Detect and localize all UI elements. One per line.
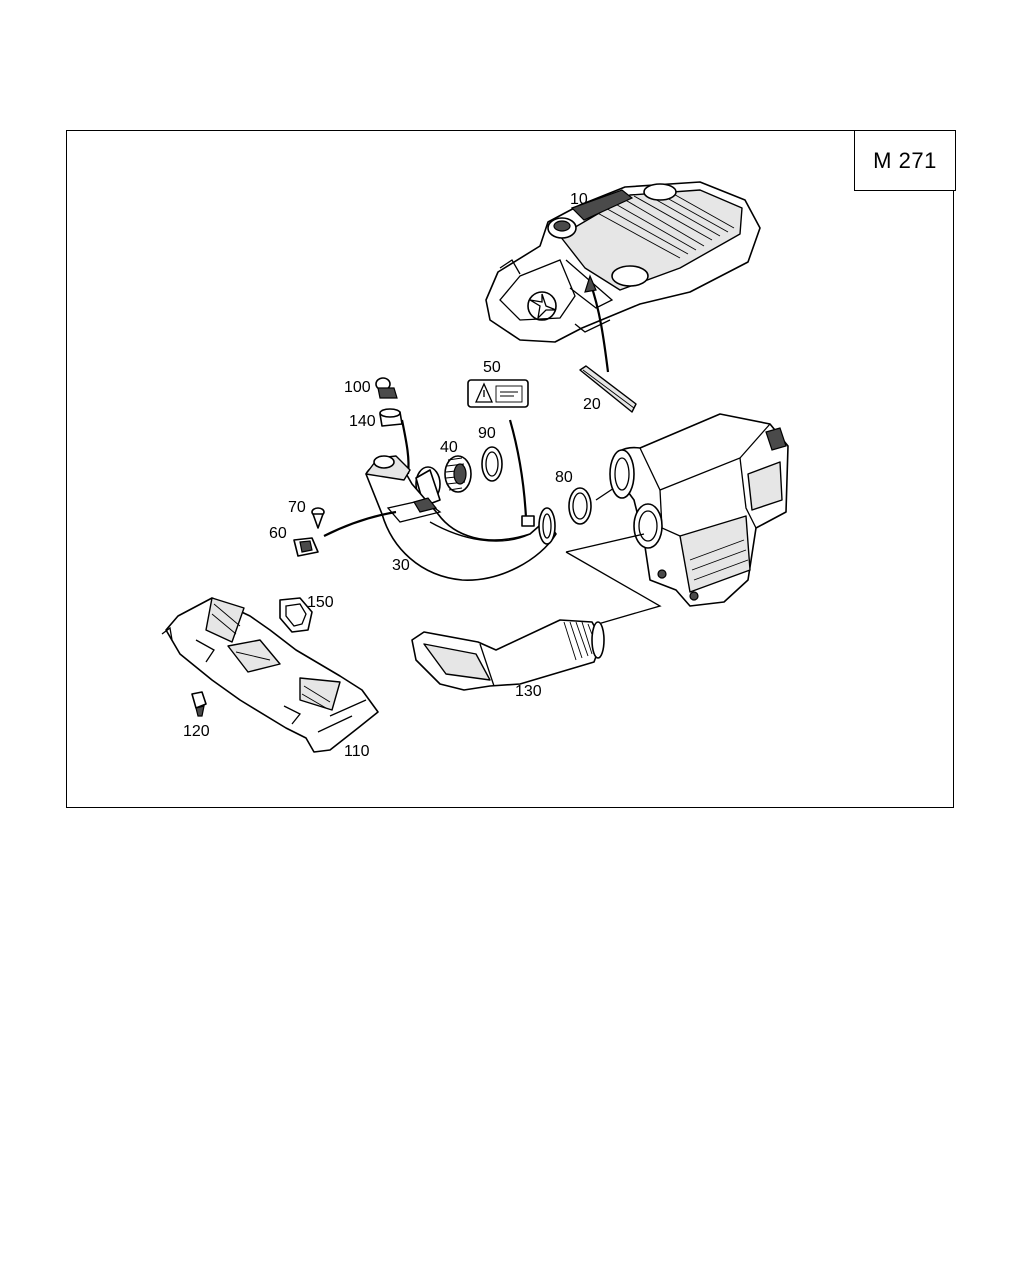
part-30-intake-duct[interactable] [365, 455, 557, 581]
part-100-fitting[interactable] [375, 377, 398, 399]
callout-50: 50 [483, 359, 501, 376]
arrow-head-20-to-10 [584, 274, 597, 293]
part-20-seal-strip[interactable] [579, 365, 637, 413]
callout-130: 130 [515, 683, 542, 700]
callout-70: 70 [288, 499, 306, 516]
model-code-box: M 271 [854, 130, 956, 191]
air-filter-housing[interactable] [609, 413, 789, 607]
part-90-clamp[interactable] [481, 446, 503, 482]
callout-120: 120 [183, 723, 210, 740]
part-110-air-guide[interactable] [161, 597, 379, 753]
part-70-screw[interactable] [311, 507, 325, 529]
diagram-frame [66, 130, 954, 808]
callout-80: 80 [555, 469, 573, 486]
part-50-warning-label[interactable] [467, 379, 529, 408]
part-140-grommet[interactable] [379, 408, 403, 427]
callout-30: 30 [392, 557, 410, 574]
model-code: M 271 [873, 147, 937, 173]
arrow-60-to-30 [323, 510, 397, 537]
part-40-sleeve[interactable] [415, 455, 472, 507]
part-10-engine-cover[interactable] [485, 181, 761, 343]
callout-20: 20 [583, 396, 601, 413]
leader-130-to-housing [565, 533, 662, 625]
arrow-50-to-30 [508, 419, 528, 519]
part-80-seal-ring[interactable] [568, 487, 592, 525]
part-150-gasket[interactable] [279, 597, 313, 633]
callout-40: 40 [440, 439, 458, 456]
callout-90: 90 [478, 425, 496, 442]
part-120-clip[interactable] [191, 691, 207, 717]
callout-150: 150 [307, 594, 334, 611]
callout-60: 60 [269, 525, 287, 542]
part-60-bracket[interactable] [293, 537, 319, 557]
callout-110: 110 [344, 743, 370, 760]
callout-10: 10 [570, 191, 588, 208]
leader-80-to-housing [595, 487, 615, 501]
part-130-intake-snorkel[interactable] [411, 619, 605, 691]
callout-100: 100 [344, 379, 371, 396]
callout-140: 140 [349, 413, 376, 430]
